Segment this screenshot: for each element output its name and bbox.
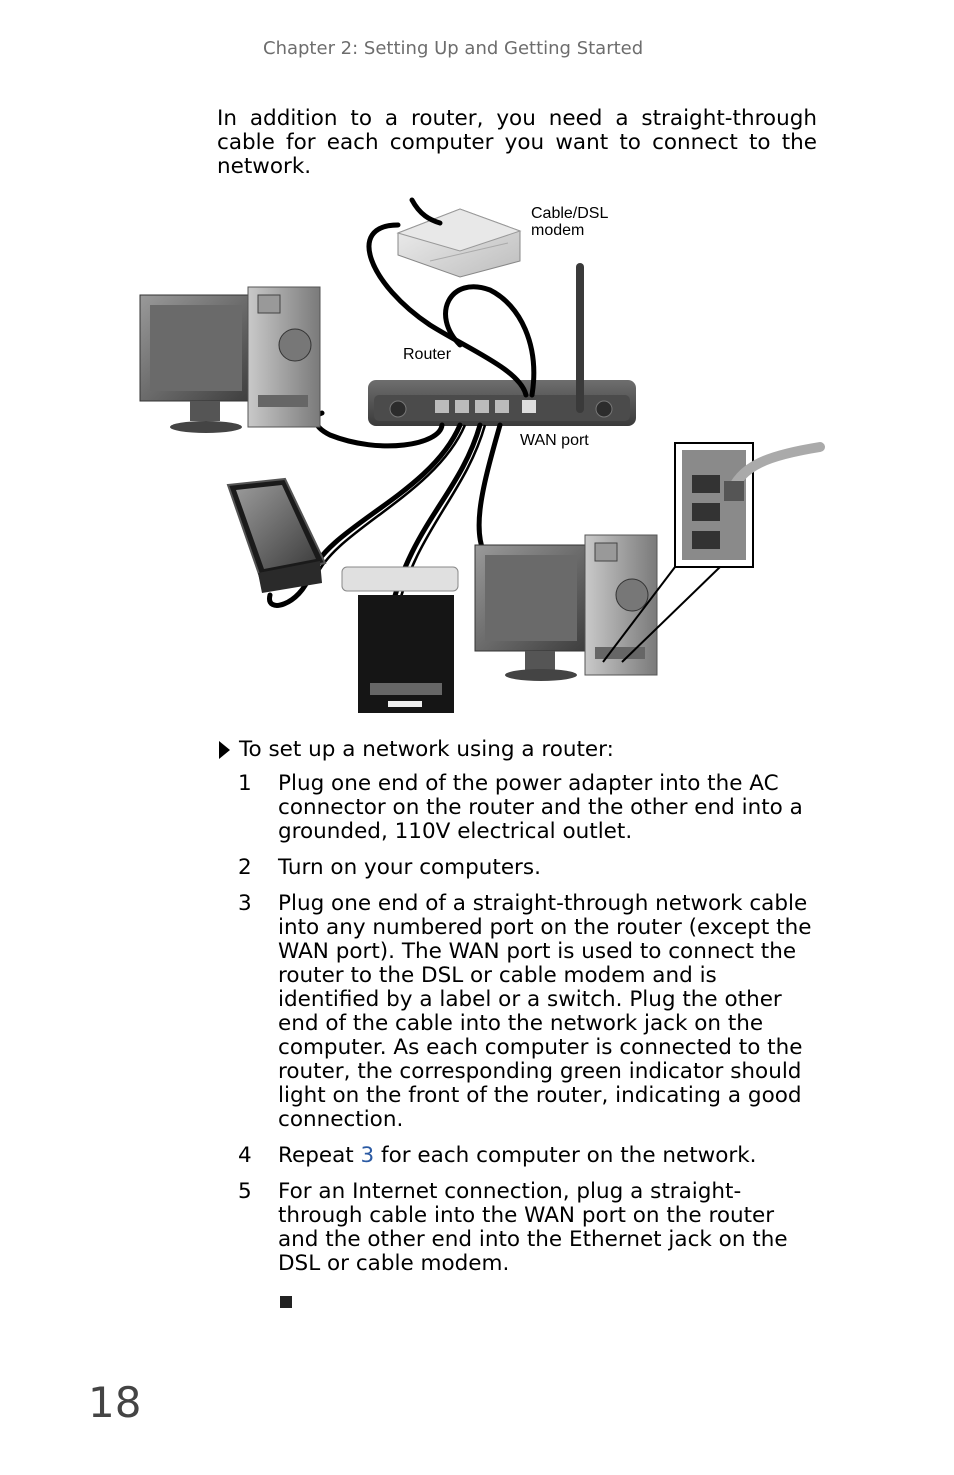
procedure-heading-text: To set up a network using a router:	[239, 737, 614, 762]
step-1: 1 Plug one end of the power adapter into…	[238, 772, 820, 844]
running-head: Chapter 2: Setting Up and Getting Starte…	[263, 38, 644, 59]
step-number: 2	[238, 855, 252, 880]
network-illustration	[139, 197, 825, 713]
step-text: Turn on your computers.	[278, 855, 541, 880]
router	[368, 263, 636, 426]
step-text-post: for each computer on the network.	[374, 1143, 757, 1168]
end-of-procedure-mark	[280, 1296, 292, 1308]
step-2: 2 Turn on your computers.	[238, 856, 820, 880]
step-number: 1	[238, 771, 252, 796]
step-3: 3 Plug one end of a straight-through net…	[238, 892, 820, 1132]
cable-dsl-modem	[396, 208, 522, 278]
modem-label-line1: Cable/DSL	[531, 205, 609, 222]
network-diagram: Cable/DSL modem Router WAN port	[130, 195, 830, 720]
step-number: 4	[238, 1143, 252, 1168]
step-number: 5	[238, 1179, 252, 1204]
network-jack-callout	[602, 442, 825, 663]
step-4: 4 Repeat 3 for each computer on the netw…	[238, 1144, 820, 1168]
modem-label-line2: modem	[531, 222, 585, 239]
step-5: 5 For an Internet connection, plug a str…	[238, 1180, 820, 1276]
step-text: Plug one end of the power adapter into t…	[278, 771, 803, 844]
desktop-computer-1	[139, 286, 321, 433]
step-text: Repeat 3 for each computer on the networ…	[278, 1144, 820, 1168]
step-text-pre: Repeat	[278, 1143, 361, 1168]
router-label: Router	[403, 346, 452, 363]
step-cross-reference-link[interactable]: 3	[360, 1143, 375, 1168]
tablet-computer	[226, 477, 327, 593]
modem-label: Cable/DSL modem	[531, 205, 608, 239]
all-in-one-computer	[341, 566, 459, 713]
procedure-heading: To set up a network using a router:	[219, 737, 614, 762]
desktop-computer-2	[474, 534, 658, 681]
step-text: For an Internet connection, plug a strai…	[278, 1179, 788, 1276]
procedure-steps: 1 Plug one end of the power adapter into…	[238, 772, 820, 1288]
step-number: 3	[238, 891, 252, 916]
wan-port-label: WAN port	[520, 432, 589, 449]
step-text: Plug one end of a straight-through netwo…	[278, 891, 812, 1132]
page-number: 18	[88, 1378, 142, 1427]
procedure-arrow-icon	[219, 741, 230, 759]
intro-paragraph: In addition to a router, you need a stra…	[217, 106, 817, 179]
